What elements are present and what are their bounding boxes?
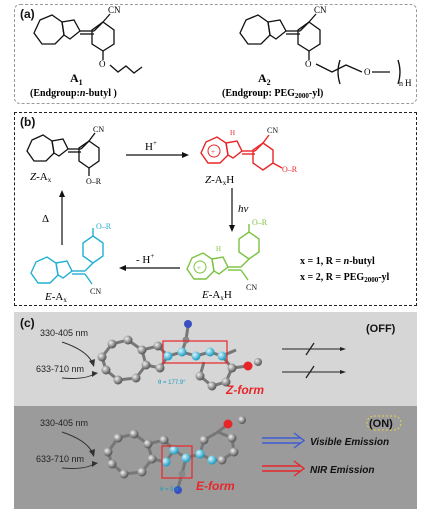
a2-n: n <box>399 79 403 88</box>
e-form-model <box>103 416 246 494</box>
z-axh-label: Z-AxH <box>205 174 234 187</box>
a2-o2: O <box>364 67 371 77</box>
a2-cn: CN <box>314 5 327 15</box>
off-wl2: 633-710 nm <box>36 364 84 374</box>
e-ax-structure <box>30 228 104 285</box>
a2-o: O <box>305 59 312 69</box>
h-plus-label: H+ <box>145 139 157 153</box>
off-wl1: 330-405 nm <box>40 328 88 338</box>
a2-h: H <box>405 78 412 88</box>
on-label: (ON) <box>369 418 393 430</box>
angle-z: θ = 177.9° <box>158 380 186 386</box>
z-ax-cn: CN <box>93 125 104 134</box>
molecule-a2 <box>239 13 401 85</box>
panel-b <box>14 112 417 306</box>
visible-arrow <box>262 432 306 449</box>
a1-cn: CN <box>108 5 121 15</box>
e-axh-structure <box>186 224 260 281</box>
z-axh-or: O–R <box>282 165 298 174</box>
delta-label: Δ <box>42 213 49 225</box>
angle-e: θ = 9.5° <box>160 487 182 493</box>
z-ax-structure <box>26 132 100 176</box>
visible-emission-label: Visible Emission <box>310 437 389 448</box>
panel-a <box>14 4 417 104</box>
e-axh-cn: CN <box>246 283 257 292</box>
panel-c-off <box>14 312 417 406</box>
e-ax-or: O–R <box>96 222 112 231</box>
on-wl2: 633-710 nm <box>36 454 84 464</box>
a2-name: A2 <box>258 71 271 87</box>
e-ax-label: E-Ax <box>44 291 67 304</box>
z-axh-h: H <box>230 129 235 137</box>
condition-2: x = 2, R = PEG2000-yl <box>300 272 390 284</box>
z-ax-or: O–R <box>86 177 102 186</box>
e-form-label: E-form <box>196 479 235 493</box>
condition-1: x = 1, R = n-butyl <box>300 256 375 267</box>
z-form-label: Z-form <box>225 383 264 397</box>
nir-arrow <box>262 460 306 477</box>
a1-name: A1 <box>70 71 83 87</box>
panel-b-label: (b) <box>20 115 36 129</box>
hv-label: hν <box>238 203 249 215</box>
a2-endgroup: (Endgroup: PEG2000-yl) <box>222 88 323 100</box>
panel-a-label: (a) <box>20 7 35 21</box>
molecule-a1 <box>33 13 143 74</box>
on-wl1: 330-405 nm <box>40 418 88 428</box>
a1-o: O <box>99 59 106 69</box>
z-ax-label: Z-Ax <box>30 171 52 184</box>
z-form-model <box>97 320 262 391</box>
e-axh-h: H <box>216 245 221 253</box>
nir-emission-label: NIR Emission <box>310 465 374 476</box>
off-label: (OFF) <box>366 323 396 335</box>
panel-c-label: (c) <box>20 316 35 330</box>
e-axh-or: O–R <box>252 218 268 227</box>
z-axh-plus: + <box>211 148 215 156</box>
a1-endgroup: (Endgroup:n-butyl ) <box>30 88 117 99</box>
e-ax-cn: CN <box>90 287 101 296</box>
z-axh-structure <box>200 134 283 171</box>
z-axh-cn: CN <box>267 126 278 135</box>
minus-h-label: - H+ <box>136 252 154 266</box>
e-axh-plus: + <box>197 264 201 272</box>
e-axh-label: E-AxH <box>201 289 232 302</box>
